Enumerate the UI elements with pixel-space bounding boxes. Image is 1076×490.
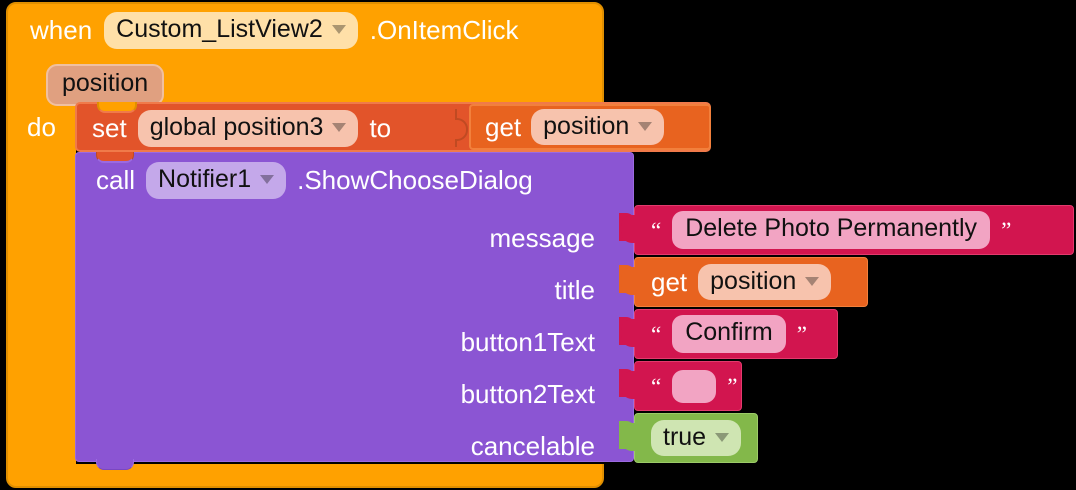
set-variable-row: set global position3 to bbox=[92, 110, 391, 147]
call-keyword: call bbox=[96, 165, 136, 196]
logic-block-cancelable[interactable]: true bbox=[621, 413, 758, 463]
chevron-down-icon[interactable] bbox=[331, 25, 346, 35]
component-dropdown-notifier1[interactable]: Notifier1 bbox=[146, 162, 287, 199]
set-value-socket bbox=[455, 109, 471, 147]
variable-dropdown-label: global position3 bbox=[149, 113, 324, 141]
component-dropdown-label: Notifier1 bbox=[158, 165, 252, 193]
chevron-down-icon[interactable] bbox=[638, 122, 653, 131]
arg-label-title: title bbox=[554, 275, 595, 305]
open-quote-glyph: “ bbox=[651, 373, 662, 399]
component-dropdown-custom-listview2[interactable]: Custom_ListView2 bbox=[104, 12, 358, 49]
text-block-button2text[interactable]: “ ” bbox=[621, 361, 742, 411]
chevron-down-icon[interactable] bbox=[805, 277, 820, 286]
get-keyword: get bbox=[651, 267, 688, 297]
call-method-block[interactable]: call Notifier1 .ShowChooseDialog message… bbox=[75, 152, 635, 470]
open-quote-glyph: “ bbox=[651, 321, 662, 347]
logic-dropdown-label: true bbox=[663, 422, 707, 451]
do-label: do bbox=[27, 112, 56, 142]
text-block-button1text[interactable]: “ Confirm ” bbox=[621, 309, 838, 359]
block-plug bbox=[621, 319, 636, 347]
block-plug bbox=[621, 267, 636, 295]
when-keyword: when bbox=[30, 15, 93, 46]
text-block-message[interactable]: “ Delete Photo Permanently ” bbox=[621, 205, 1074, 255]
get-keyword: get bbox=[485, 112, 522, 142]
block-notch-bottom bbox=[96, 459, 134, 470]
variable-dropdown-label: position bbox=[543, 111, 630, 140]
call-block-header: call Notifier1 .ShowChooseDialog bbox=[96, 162, 533, 199]
chevron-down-icon[interactable] bbox=[715, 433, 730, 442]
text-value-button1text[interactable]: Confirm bbox=[672, 315, 786, 353]
get-variable-block-inline[interactable]: get position bbox=[469, 104, 711, 150]
arg-label-button1text: button1Text bbox=[460, 327, 595, 357]
block-notch-top bbox=[97, 102, 137, 113]
event-parameter-position[interactable]: position bbox=[46, 64, 165, 106]
chevron-down-icon[interactable] bbox=[332, 123, 347, 133]
variable-dropdown-position[interactable]: position bbox=[698, 263, 832, 301]
arg-label-button2text: button2Text bbox=[460, 379, 595, 409]
close-quote-glyph: ” bbox=[796, 321, 807, 347]
text-value-message[interactable]: Delete Photo Permanently bbox=[672, 211, 991, 249]
variable-dropdown-label: position bbox=[710, 266, 797, 295]
variable-dropdown-global-position3[interactable]: global position3 bbox=[137, 110, 359, 147]
event-parameter-row: position bbox=[46, 64, 165, 106]
arg-label-cancelable: cancelable bbox=[470, 431, 595, 461]
set-keyword: set bbox=[92, 113, 127, 144]
block-notch-top bbox=[96, 152, 134, 163]
method-name-label: .ShowChooseDialog bbox=[297, 165, 533, 196]
block-plug bbox=[621, 423, 636, 451]
event-name-label: .OnItemClick bbox=[369, 15, 519, 46]
to-keyword: to bbox=[369, 113, 392, 144]
chevron-down-icon[interactable] bbox=[260, 175, 275, 185]
set-variable-block[interactable]: set global position3 to get position bbox=[75, 102, 711, 152]
block-plug bbox=[621, 371, 636, 399]
close-quote-glyph: ” bbox=[727, 373, 738, 399]
get-variable-block-title[interactable]: get position bbox=[621, 257, 868, 307]
variable-dropdown-position[interactable]: position bbox=[531, 108, 665, 146]
close-quote-glyph: ” bbox=[1001, 217, 1012, 243]
open-quote-glyph: “ bbox=[651, 217, 662, 243]
block-plug bbox=[621, 215, 636, 243]
text-value-button2text[interactable] bbox=[672, 369, 717, 403]
event-block-header: when Custom_ListView2 .OnItemClick bbox=[30, 12, 519, 49]
logic-dropdown-true[interactable]: true bbox=[651, 419, 742, 457]
arg-label-message: message bbox=[489, 223, 596, 253]
component-dropdown-label: Custom_ListView2 bbox=[116, 15, 323, 43]
